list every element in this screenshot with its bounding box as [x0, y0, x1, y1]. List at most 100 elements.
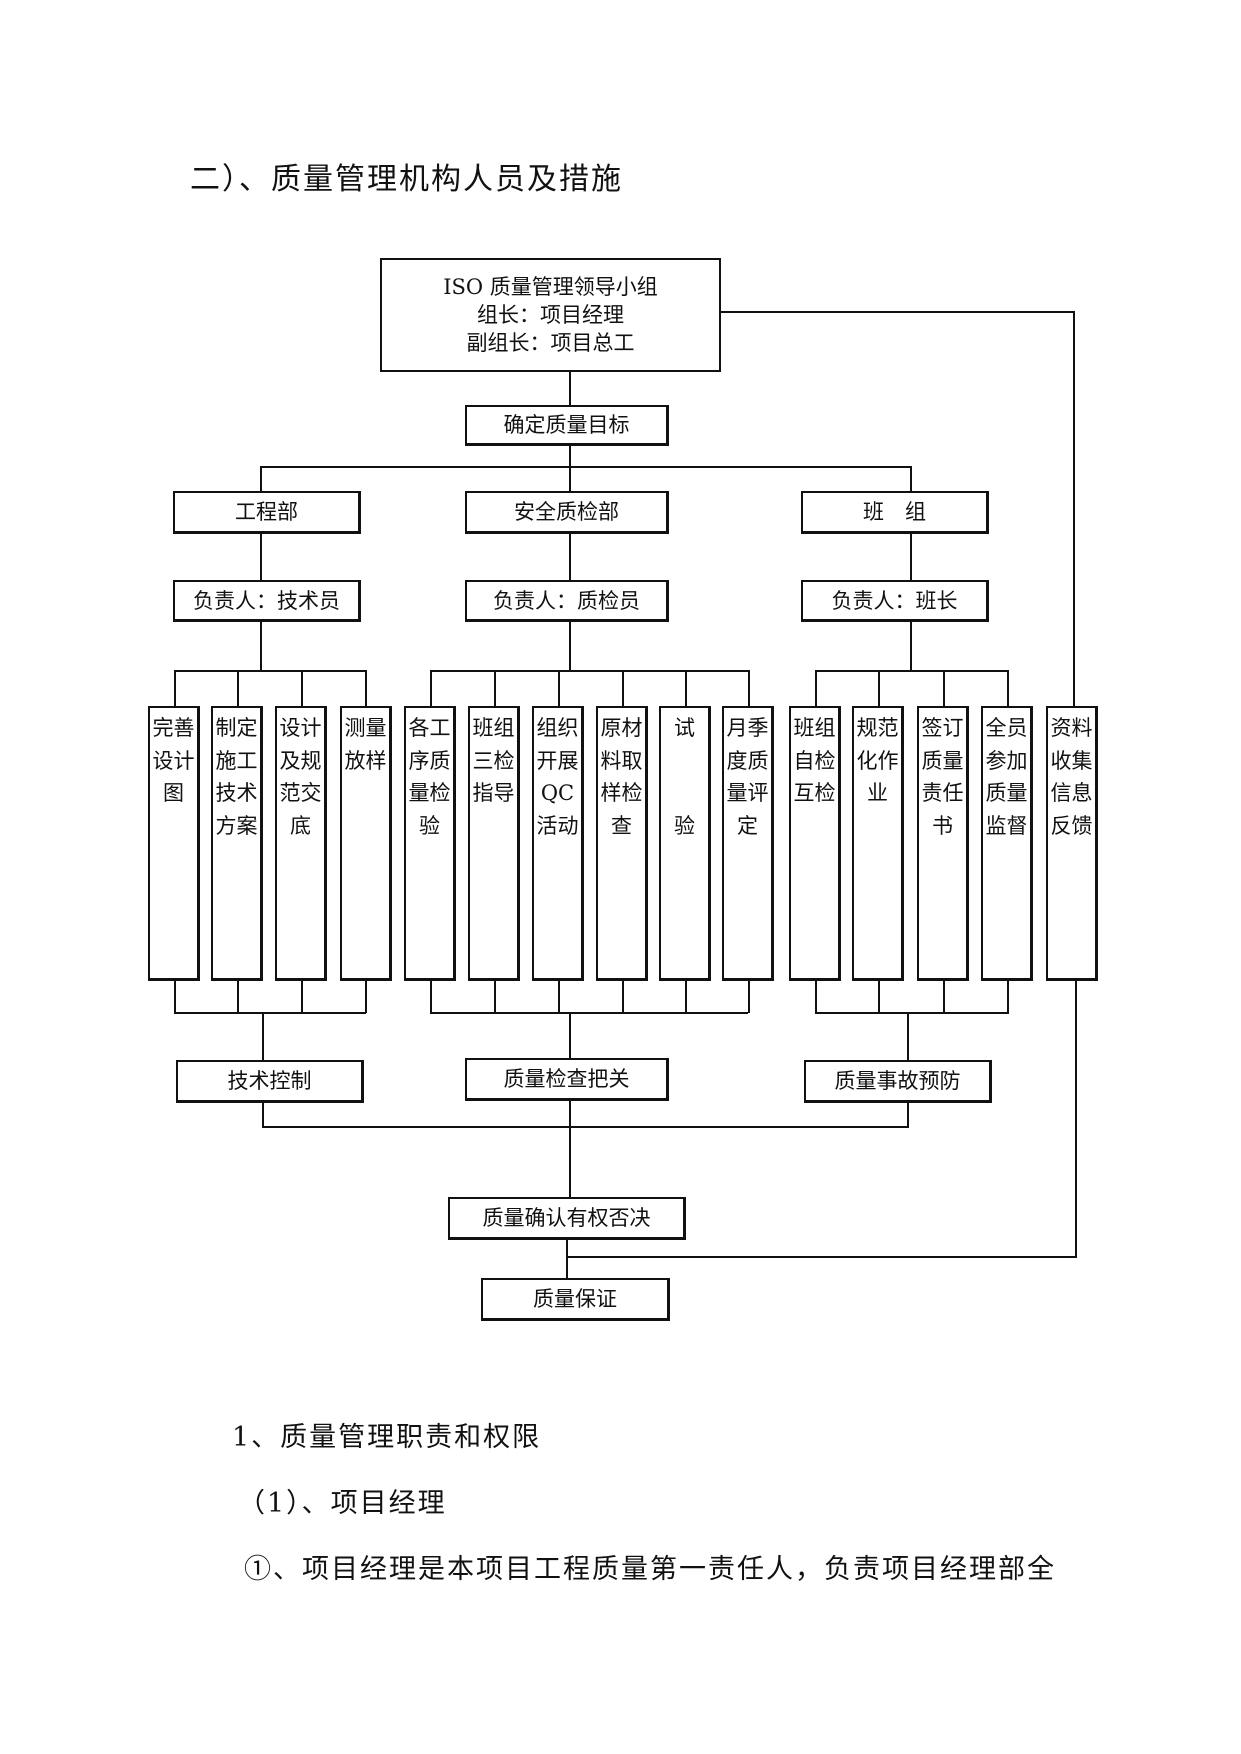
connector — [569, 533, 571, 581]
dept-engineering-label: 工程部 — [235, 500, 298, 524]
connector — [430, 670, 748, 672]
dept-engineering-box: 工程部 — [173, 491, 361, 534]
connector — [910, 533, 912, 581]
connector — [943, 670, 945, 708]
connector — [494, 980, 496, 1013]
connector — [815, 670, 1009, 672]
connector — [907, 1102, 909, 1127]
connector — [569, 621, 571, 671]
task-label: 制定施工技术方案 — [215, 716, 258, 838]
connector — [174, 980, 176, 1013]
connector — [569, 1012, 571, 1060]
dept-safety-quality-box: 安全质检部 — [465, 491, 669, 534]
summary-quality-check-box: 质量检查把关 — [465, 1058, 669, 1101]
lead-team-label: 负责人：班长 — [831, 588, 958, 613]
veto-label: 质量确认有权否决 — [482, 1206, 651, 1230]
task-box: 全员参加质量监督 — [981, 706, 1033, 981]
goal-label: 确定质量目标 — [503, 413, 630, 437]
connector — [262, 1102, 264, 1127]
connector — [622, 670, 624, 708]
connector — [569, 1100, 571, 1199]
connector — [878, 980, 880, 1013]
task-label: 试 验 — [674, 716, 695, 838]
task-label: 完善设计图 — [152, 716, 195, 805]
task-box: 签订质量责任书 — [917, 706, 969, 981]
lead-safety-quality-label: 负责人：质检员 — [493, 588, 640, 613]
task-box: 测量放样 — [340, 706, 392, 981]
veto-box: 质量确认有权否决 — [448, 1197, 686, 1240]
task-box: 试 验 — [659, 706, 711, 981]
connector — [558, 670, 560, 708]
connector — [1075, 980, 1077, 1258]
dept-team-box: 班 组 — [801, 491, 989, 534]
task-label: 班组三检指导 — [472, 716, 515, 805]
connector — [815, 1012, 1009, 1014]
task-box: 完善设计图 — [148, 706, 200, 981]
goal-box: 确定质量目标 — [465, 405, 669, 446]
task-box: 班组自检互检 — [789, 706, 841, 981]
connector — [494, 670, 496, 708]
task-box: 规范化作业 — [852, 706, 904, 981]
task-label: 规范化作业 — [856, 716, 899, 805]
section-item-1: ①、项目经理是本项目工程质量第一责任人，负责项目经理部全 — [244, 1554, 1056, 1585]
section-subtitle: （1）、项目经理 — [238, 1488, 447, 1519]
connector — [260, 533, 262, 581]
task-label: 班组自检互检 — [793, 716, 836, 805]
connector — [566, 1239, 568, 1280]
root-leader: 组长：项目经理 — [477, 303, 624, 327]
assurance-box: 质量保证 — [481, 1278, 670, 1321]
lead-safety-quality-box: 负责人：质检员 — [465, 580, 669, 622]
lead-engineering-label: 负责人：技术员 — [193, 588, 340, 613]
connector — [910, 466, 912, 492]
summary-tech-control-label: 技术控制 — [227, 1069, 312, 1093]
task-box: 班组三检指导 — [468, 706, 520, 981]
connector — [1007, 670, 1009, 708]
connector — [910, 621, 912, 671]
connector — [878, 670, 880, 708]
connector — [566, 1256, 1076, 1258]
task-box: 月季度质量评定 — [722, 706, 774, 981]
section-heading: 二）、质量管理机构人员及措施 — [190, 162, 623, 197]
connector — [174, 670, 176, 708]
connector — [174, 1012, 366, 1014]
connector — [748, 980, 750, 1013]
connector — [907, 1012, 909, 1061]
connector — [430, 1012, 748, 1014]
connector — [721, 311, 1075, 313]
connector — [262, 1012, 264, 1061]
connector — [237, 980, 239, 1013]
task-label: 设计及规范交底 — [279, 716, 322, 838]
task-box: 组织开展QC活动 — [532, 706, 584, 981]
task-label: 各工序质量检验 — [408, 716, 451, 838]
connector — [569, 372, 571, 406]
connector — [262, 1126, 909, 1128]
task-box: 设计及规范交底 — [275, 706, 327, 981]
connector — [430, 670, 432, 708]
task-label: 原材料取样检查 — [600, 716, 643, 838]
connector — [430, 980, 432, 1013]
connector — [260, 466, 262, 492]
lead-team-box: 负责人：班长 — [801, 580, 989, 622]
connector — [943, 980, 945, 1013]
task-box: 制定施工技术方案 — [211, 706, 263, 981]
connector — [815, 670, 817, 708]
connector — [569, 466, 571, 492]
connector — [174, 670, 366, 672]
connector — [365, 670, 367, 708]
connector — [365, 980, 367, 1013]
dept-team-label: 班 组 — [863, 500, 926, 524]
connector — [301, 980, 303, 1013]
task-label: 测量放样 — [344, 716, 387, 773]
root-deputy: 副组长：项目总工 — [466, 331, 635, 355]
task-box: 各工序质量检验 — [404, 706, 456, 981]
task-label: 签订质量责任书 — [921, 716, 964, 838]
connector — [301, 670, 303, 708]
lead-engineering-box: 负责人：技术员 — [173, 580, 361, 622]
summary-accident-prevention-box: 质量事故预防 — [804, 1060, 992, 1103]
connector — [558, 980, 560, 1013]
connector — [748, 670, 750, 708]
connector — [260, 621, 262, 671]
dept-safety-quality-label: 安全质检部 — [514, 500, 619, 524]
